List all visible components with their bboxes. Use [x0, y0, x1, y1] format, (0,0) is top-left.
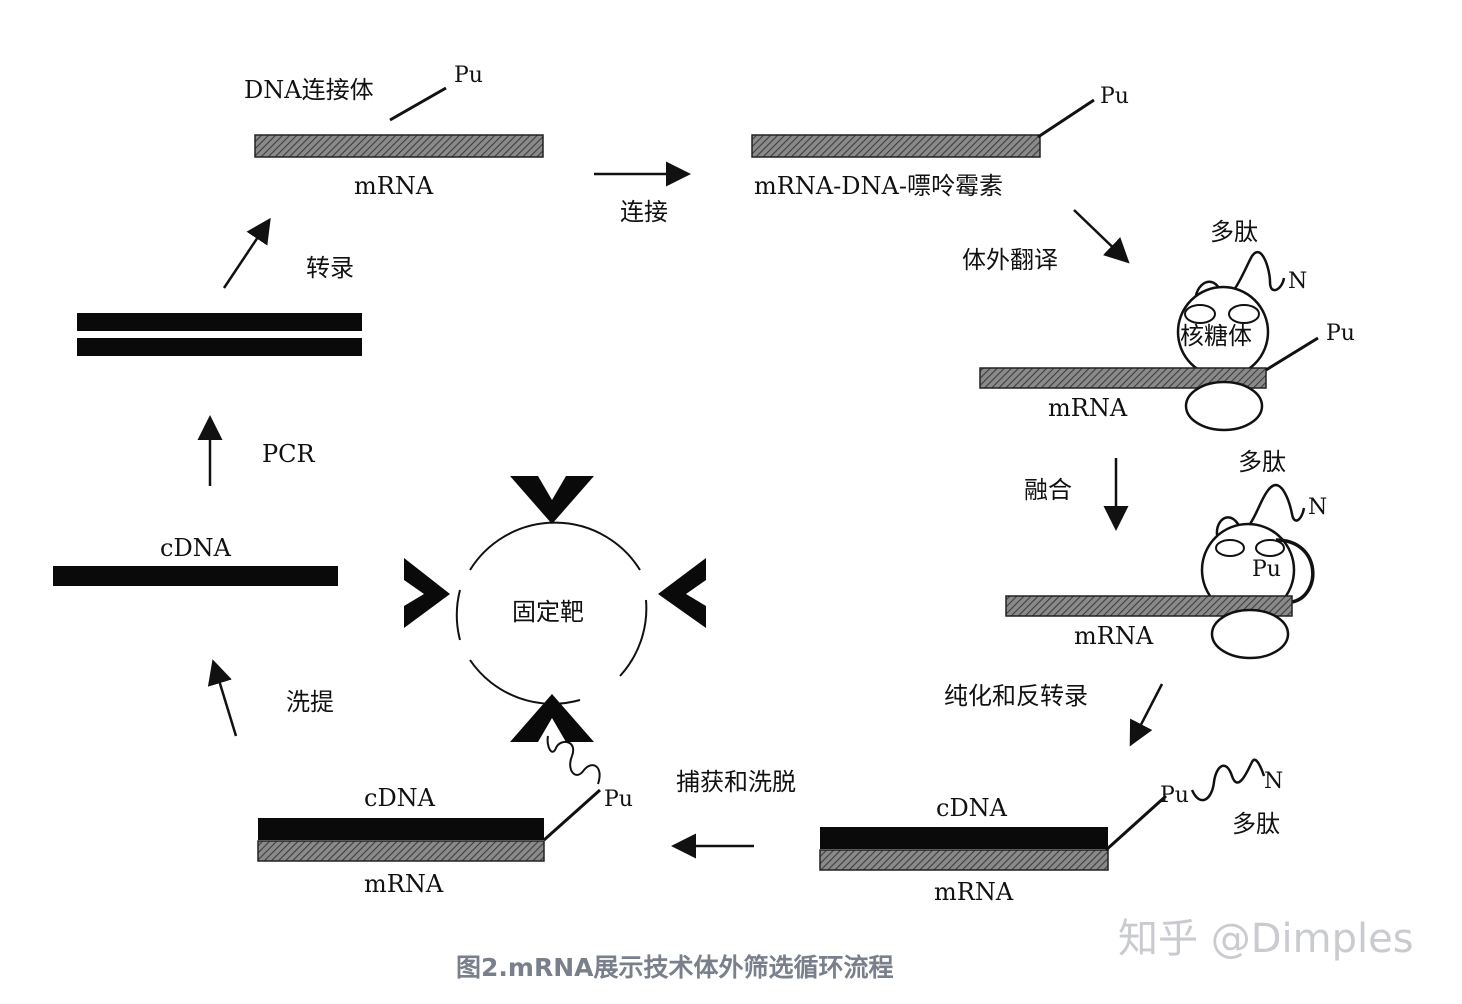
puromycin-label: Pu [604, 787, 633, 812]
mrna-strand [819, 849, 1109, 871]
mrna-strand [751, 134, 1041, 158]
reverse-transcription-label: 纯化和反转录 [944, 682, 1088, 710]
dna-linker-line [543, 788, 601, 842]
dna-linker-line [1037, 98, 1095, 139]
cdna-strand [53, 566, 338, 586]
dna-linker-line [389, 86, 447, 122]
target-bead-outline [469, 659, 581, 705]
target-receptor [658, 558, 706, 628]
ribosome-label: 核糖体 [1180, 322, 1252, 350]
cdna-strand [258, 818, 544, 840]
target-receptor [510, 694, 594, 742]
mrna-label: mRNA [934, 878, 1014, 906]
target-bead-outline [619, 599, 648, 677]
target-receptor [510, 476, 594, 524]
mrna-label: mRNA [364, 870, 444, 898]
trna-site [1228, 304, 1260, 324]
elution-arrow [207, 659, 238, 737]
cdna-label: cDNA [936, 794, 1008, 822]
puromycin-label: Pu [1326, 321, 1355, 346]
mrna-strand [254, 134, 544, 158]
dsdna-strand [77, 338, 362, 356]
dna-linker-line [1104, 794, 1168, 852]
polypeptide-chain [1215, 484, 1306, 549]
translation-arrow [1073, 209, 1130, 264]
mrna-dna-puromycin-label: mRNA-DNA-嘌呤霉素 [754, 172, 1003, 200]
target-bead-outline [455, 589, 461, 641]
mrna-label: mRNA [1074, 622, 1154, 650]
dna-linker-line [1265, 336, 1319, 372]
puromycin-label: Pu [1100, 84, 1129, 109]
trna-site [1255, 539, 1285, 557]
puromycin-label: Pu [1252, 557, 1281, 582]
transcription-arrow [222, 217, 271, 289]
mrna-strand [979, 367, 1267, 389]
polypeptide-chain [546, 735, 601, 785]
cdna-strand [820, 827, 1108, 849]
n-terminus-label: N [1308, 495, 1327, 520]
dna-linker-label: DNA连接体 [244, 76, 374, 104]
n-terminus-label: N [1264, 769, 1283, 794]
n-terminus-label: N [1288, 269, 1307, 294]
figure-caption: 图2.mRNA展示技术体外筛选循环流程 [456, 953, 893, 982]
ribosome-small-subunit [1210, 608, 1290, 660]
trna-site [1215, 539, 1245, 557]
fusion-label: 融合 [1024, 476, 1072, 504]
polypeptide-chain [1194, 251, 1286, 313]
elution-label: 洗提 [286, 688, 334, 716]
dsdna-strand [77, 313, 362, 331]
cdna-label: cDNA [364, 784, 436, 812]
puromycin-label: Pu [1160, 783, 1189, 808]
polypeptide-label: 多肽 [1232, 810, 1280, 838]
polypeptide-label: 多肽 [1238, 448, 1286, 476]
pcr-label: PCR [262, 440, 316, 468]
translation-label: 体外翻译 [962, 246, 1058, 274]
trna-site [1184, 304, 1216, 324]
target-bead-outline [469, 521, 641, 571]
cdna-label: cDNA [160, 534, 232, 562]
polypeptide-chain [1190, 758, 1266, 802]
mrna-strand [1005, 595, 1293, 617]
mrna-strand [257, 840, 545, 862]
puromycin-label: Pu [454, 63, 483, 88]
puromycin-link [1275, 538, 1315, 604]
target-receptor [404, 558, 450, 628]
transcription-label: 转录 [306, 254, 354, 282]
mrna-label: mRNA [1048, 394, 1128, 422]
ligation-label: 连接 [620, 198, 668, 226]
ribosome-small-subunit [1184, 380, 1264, 432]
reverse-transcription-arrow [1129, 683, 1164, 747]
capture-label: 捕获和洗脱 [676, 768, 796, 796]
fixed-target-label: 固定靶 [512, 598, 584, 626]
watermark: 知乎 @Dimples [1118, 916, 1414, 962]
polypeptide-label: 多肽 [1210, 218, 1258, 246]
mrna-label: mRNA [354, 172, 434, 200]
